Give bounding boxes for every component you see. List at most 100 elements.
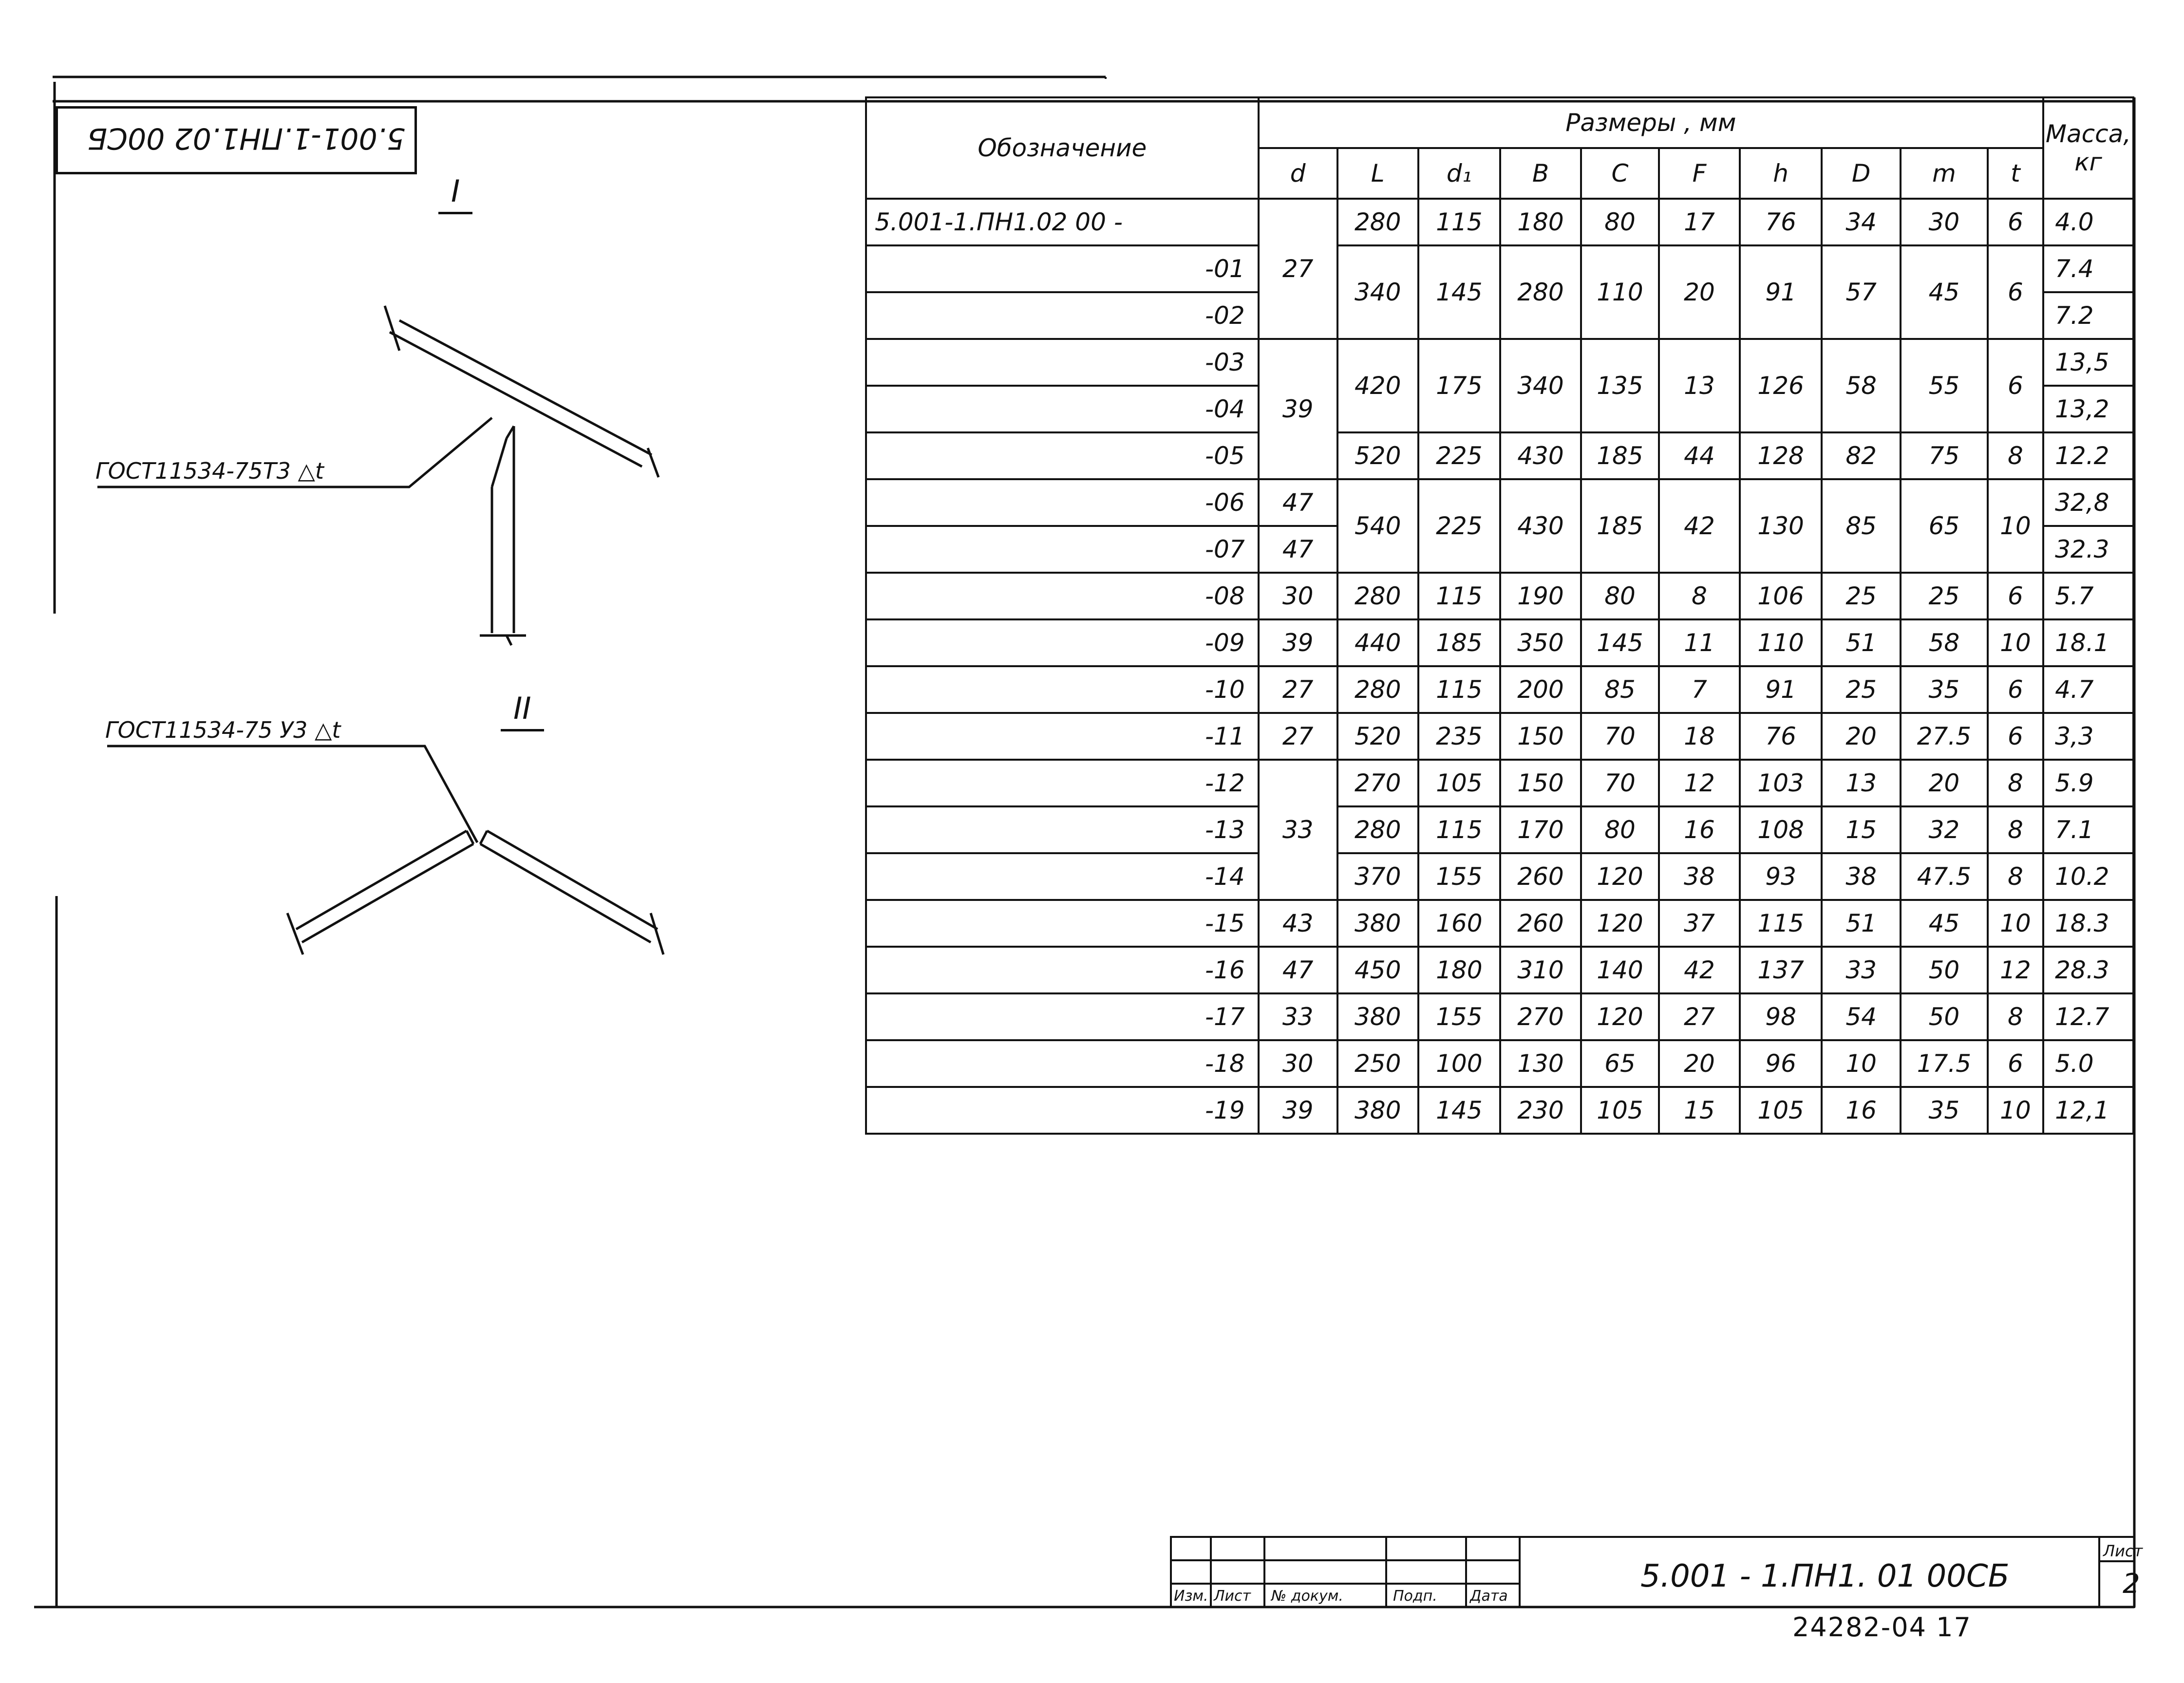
- h-cell: 137: [1739, 946, 1823, 994]
- d1-cell: 225: [1417, 431, 1501, 480]
- mass-cell: 4.0: [2042, 198, 2134, 246]
- F-cell: 11: [1657, 618, 1741, 667]
- h-cell: 76: [1739, 712, 1823, 761]
- d1-cell: 160: [1417, 899, 1501, 948]
- B-cell: 430: [1499, 431, 1582, 480]
- sheet-label: Лист: [2103, 1542, 2143, 1560]
- F-cell: 44: [1657, 431, 1741, 480]
- rotated-stamp-code: 5.001-1.ПН1.02 00СБ: [87, 121, 405, 155]
- mass-cell: 28.3: [2042, 946, 2134, 994]
- m-cell: 32: [1900, 805, 1989, 854]
- C-cell: 185: [1580, 431, 1660, 480]
- sheet-number: 2: [2123, 1568, 2140, 1600]
- d-cell: 33: [1257, 759, 1338, 901]
- t-cell: 6: [1986, 338, 2045, 433]
- F-cell: 20: [1657, 244, 1741, 340]
- B-cell: 260: [1499, 852, 1582, 901]
- m-cell: 50: [1900, 946, 1989, 994]
- col-L: L: [1336, 147, 1419, 200]
- rotated-stamp-box: 5.001-1.ПН1.02 00СБ: [56, 106, 417, 174]
- m-cell: 30: [1900, 198, 1989, 246]
- designation-header: Обозначение: [865, 96, 1260, 200]
- C-cell: 120: [1580, 899, 1660, 948]
- d1-cell: 100: [1417, 1039, 1501, 1088]
- designation-cell: -13: [865, 805, 1260, 854]
- F-cell: 37: [1657, 899, 1741, 948]
- F-cell: 8: [1657, 572, 1741, 620]
- C-cell: 120: [1580, 852, 1660, 901]
- d-cell: 27: [1257, 712, 1338, 761]
- view-2-roman: II: [501, 691, 544, 731]
- d-cell: 47: [1257, 478, 1338, 527]
- designation-cell: -12: [865, 759, 1260, 807]
- B-cell: 170: [1499, 805, 1582, 854]
- d1-cell: 155: [1417, 992, 1501, 1041]
- d1-cell: 155: [1417, 852, 1501, 901]
- col-t: t: [1986, 147, 2045, 200]
- col-d: d: [1257, 147, 1338, 200]
- L-cell: 450: [1336, 946, 1419, 994]
- m-cell: 58: [1900, 618, 1989, 667]
- mass-cell: 12,1: [2042, 1086, 2134, 1135]
- mass-cell: 4.7: [2042, 665, 2134, 714]
- F-cell: 16: [1657, 805, 1741, 854]
- mass-cell: 7.1: [2042, 805, 2134, 854]
- d-cell: 39: [1257, 338, 1338, 480]
- h-cell: 130: [1739, 478, 1823, 574]
- t-cell: 6: [1986, 712, 2045, 761]
- col-h: h: [1739, 147, 1823, 200]
- t-cell: 6: [1986, 665, 2045, 714]
- t-cell: 8: [1986, 992, 2045, 1041]
- mass-cell: 13,5: [2042, 338, 2134, 387]
- mass-cell: 3,3: [2042, 712, 2134, 761]
- designation-cell: -10: [865, 665, 1260, 714]
- D-cell: 54: [1821, 992, 1902, 1041]
- mass-cell: 5.0: [2042, 1039, 2134, 1088]
- designation-cell: -09: [865, 618, 1260, 667]
- L-cell: 540: [1336, 478, 1419, 574]
- h-cell: 115: [1739, 899, 1823, 948]
- mass-cell: 5.7: [2042, 572, 2134, 620]
- m-cell: 25: [1900, 572, 1989, 620]
- L-cell: 380: [1336, 1086, 1419, 1135]
- L-cell: 520: [1336, 431, 1419, 480]
- col-F: F: [1657, 147, 1741, 200]
- F-cell: 42: [1657, 478, 1741, 574]
- designation-cell: -19: [865, 1086, 1260, 1135]
- tb-col-izm: Изм.: [1174, 1588, 1208, 1605]
- h-cell: 91: [1739, 665, 1823, 714]
- archive-number: 24282-04 17: [1792, 1612, 1972, 1643]
- designation-cell: 5.001-1.ПН1.02 00 -: [865, 198, 1260, 246]
- F-cell: 12: [1657, 759, 1741, 807]
- h-cell: 98: [1739, 992, 1823, 1041]
- table-row: -04 13,2: [865, 385, 2134, 433]
- L-cell: 380: [1336, 899, 1419, 948]
- B-cell: 150: [1499, 759, 1582, 807]
- B-cell: 180: [1499, 198, 1582, 246]
- title-block-grid: [1170, 1536, 2135, 1608]
- F-cell: 7: [1657, 665, 1741, 714]
- C-cell: 80: [1580, 572, 1660, 620]
- dimensions-header: Размеры , мм: [1257, 96, 2045, 149]
- d1-cell: 180: [1417, 946, 1501, 994]
- mass-cell: 7.4: [2042, 244, 2134, 293]
- m-cell: 45: [1900, 899, 1989, 948]
- F-cell: 27: [1657, 992, 1741, 1041]
- C-cell: 80: [1580, 198, 1660, 246]
- L-cell: 280: [1336, 572, 1419, 620]
- L-cell: 520: [1336, 712, 1419, 761]
- view-1-drawing: [97, 305, 660, 646]
- t-cell: 8: [1986, 759, 2045, 807]
- d-cell: 47: [1257, 525, 1338, 574]
- designation-cell: -07: [865, 525, 1260, 574]
- d1-cell: 105: [1417, 759, 1501, 807]
- designation-cell: -04: [865, 385, 1260, 433]
- F-cell: 42: [1657, 946, 1741, 994]
- m-cell: 45: [1900, 244, 1989, 340]
